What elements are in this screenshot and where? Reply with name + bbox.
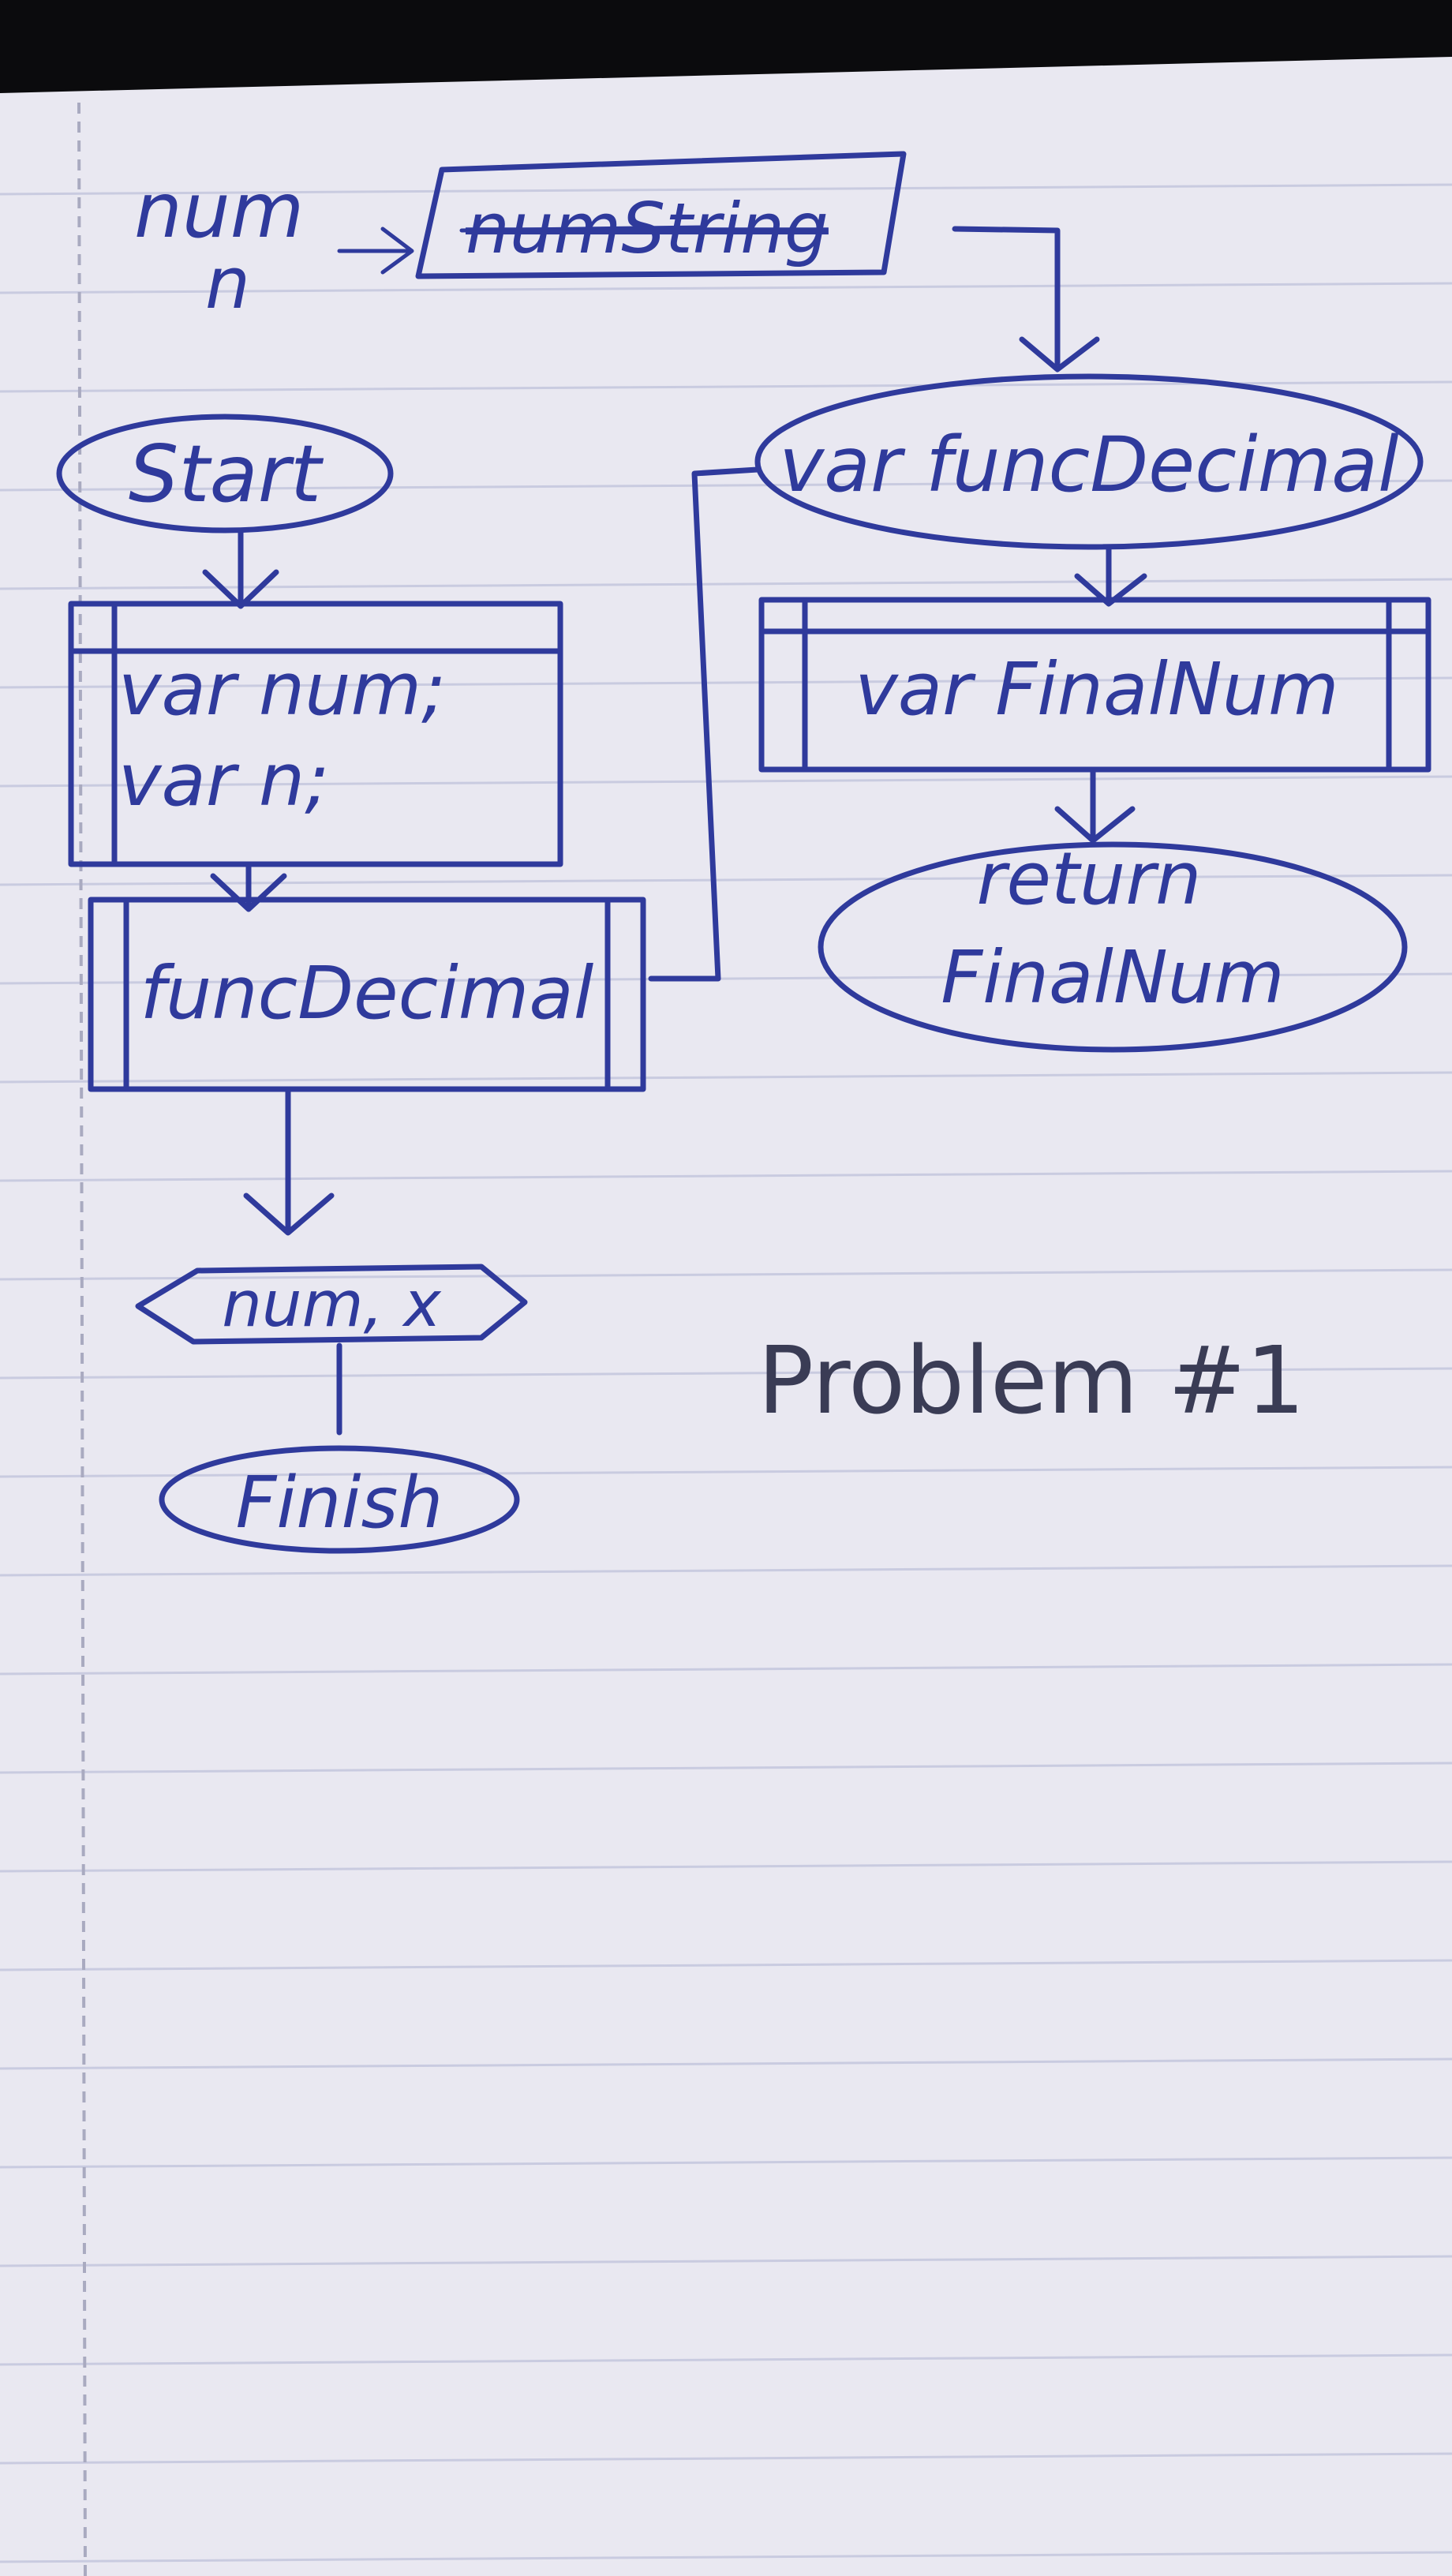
- rule-line: [0, 1071, 1452, 1084]
- input-param-num: num: [134, 167, 304, 255]
- rule-line: [0, 2452, 1452, 2465]
- rule-line: [0, 183, 1452, 196]
- rule-line: [0, 282, 1452, 294]
- declare-line-1: var num;: [118, 647, 446, 732]
- function-declare-label: var FinalNum: [855, 647, 1338, 732]
- rule-line: [0, 1959, 1452, 1971]
- rule-line: [0, 1268, 1452, 1281]
- finish-label: Finish: [236, 1462, 443, 1544]
- return-line-1: return: [977, 837, 1202, 921]
- rule-line: [0, 874, 1452, 886]
- rule-line: [0, 1170, 1452, 1182]
- input-param-n: n: [205, 242, 250, 325]
- output-display-shape: [135, 1264, 528, 1345]
- ruled-lines: [0, 183, 1452, 2563]
- finish-terminator: [159, 1445, 520, 1554]
- return-line-2: FinalNum: [941, 935, 1284, 1020]
- rule-line: [0, 2156, 1452, 2169]
- rule-line: [0, 775, 1452, 788]
- header-to-declare-arrowhead: [1074, 573, 1147, 607]
- rule-line: [0, 479, 1452, 492]
- start-label: Start: [129, 428, 324, 520]
- rule-line: [0, 2255, 1452, 2267]
- rule-line: [0, 2353, 1452, 2366]
- margin-line: [77, 102, 87, 2576]
- paper-sheet: [0, 57, 1452, 2576]
- call-to-output-arrowhead: [243, 1193, 335, 1236]
- rule-line: [0, 676, 1452, 689]
- rule-line: [0, 2551, 1452, 2563]
- rule-line: [0, 1860, 1452, 1873]
- strike-through: [459, 225, 705, 233]
- param-to-function-line: [952, 226, 1061, 366]
- call-label: funcDecimal: [140, 951, 594, 1035]
- return-terminator: [818, 841, 1408, 1053]
- declare-to-call-arrowhead: [210, 873, 287, 912]
- param-to-function-arrowhead: [1019, 336, 1100, 373]
- rule-line: [0, 1762, 1452, 1774]
- rule-line: [0, 1663, 1452, 1676]
- param-arrow: [337, 227, 414, 275]
- declare-to-return-arrowhead: [1054, 806, 1136, 844]
- output-label: num, x: [222, 1267, 442, 1341]
- declare-line-2: var n;: [118, 738, 329, 822]
- parameter-box: [415, 151, 907, 279]
- call-to-function-line: [648, 466, 761, 982]
- rule-line: [0, 972, 1452, 985]
- function-header-label: var funcDecimal: [779, 421, 1399, 509]
- rule-line: [0, 1466, 1452, 1478]
- rule-line: [0, 2057, 1452, 2070]
- start-terminator: [56, 414, 394, 534]
- declare-block: [68, 601, 563, 867]
- problem-label: Problem #1: [758, 1326, 1305, 1435]
- rule-line: [0, 1564, 1452, 1577]
- function-header-terminator: [754, 373, 1424, 550]
- call-process-box: [88, 897, 646, 1092]
- rule-line: [0, 1367, 1452, 1380]
